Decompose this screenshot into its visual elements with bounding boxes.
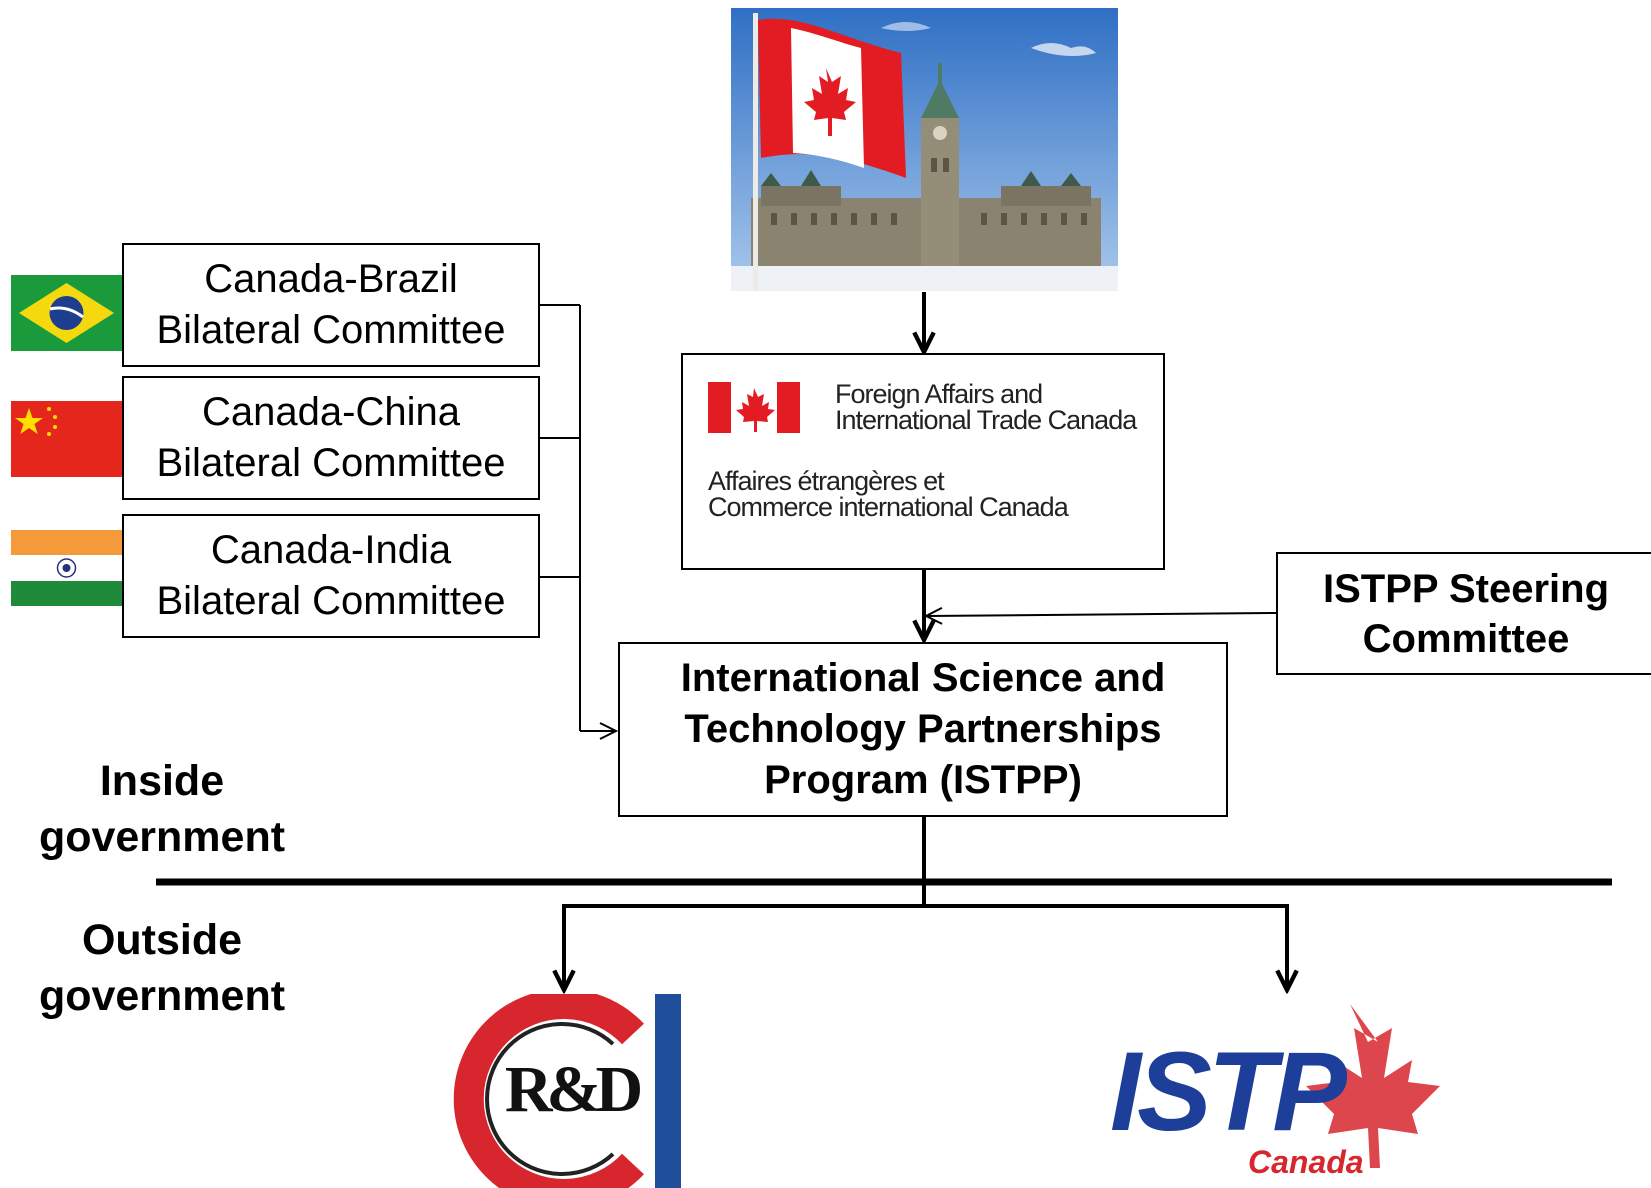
dfait-en-line2: International Trade Canada: [835, 405, 1137, 435]
canada-brazil-committee-box: Canada-Brazil Bilateral Committee: [122, 243, 540, 367]
outside-split: [564, 904, 1287, 990]
dfait-fr-line2: Commerce international Canada: [708, 492, 1069, 522]
maple-leaf-icon: [1306, 1004, 1440, 1168]
china-flag: [11, 401, 122, 477]
inside-government-label: Inside government: [12, 753, 312, 865]
inside-line1: Inside: [99, 757, 225, 805]
istpp-line3: Program (ISTPP): [764, 758, 1082, 802]
brazil-flag: [11, 275, 122, 351]
brazil-flag-icon: [11, 275, 122, 351]
istpp-line1: International Science and: [680, 656, 1166, 700]
india-flag-icon: [11, 530, 122, 606]
committee-line2: Bilateral Committee: [156, 308, 506, 352]
parliament-canada-flag-photo-icon: [731, 8, 1118, 291]
committee-bracket: [540, 304, 616, 731]
dfait-en-line1: Foreign Affairs and: [835, 379, 1043, 409]
steering-line2: Committee: [1362, 616, 1570, 661]
istpp-steering-committee-box: ISTPP Steering Committee: [1276, 552, 1651, 675]
inside-line2: government: [38, 813, 286, 861]
outside-line2: government: [38, 972, 286, 1020]
outside-line1: Outside: [81, 916, 243, 964]
crd-logo-icon: [453, 994, 681, 1188]
crd-logo-text: R&D: [504, 1053, 643, 1126]
committee-line1: Canada-Brazil: [204, 257, 458, 301]
istp-canada-logo: ISTP Canada: [1105, 994, 1467, 1188]
steering-line1: ISTPP Steering: [1322, 566, 1609, 611]
committee-line2: Bilateral Committee: [156, 579, 506, 623]
india-flag: [11, 530, 122, 606]
outside-government-label: Outside government: [12, 912, 312, 1024]
china-flag-icon: [11, 401, 122, 477]
committee-line1: Canada-China: [202, 390, 460, 434]
steering-to-istpp-arrow: [926, 613, 1277, 616]
dfait-box: Foreign Affairs and International Trade …: [681, 353, 1165, 570]
istpp-line2: Technology Partnerships: [684, 707, 1162, 751]
parliament-photo: [731, 8, 1118, 291]
canada-india-committee-box: Canada-India Bilateral Committee: [122, 514, 540, 638]
canada-flag-icon: [708, 382, 800, 433]
istpp-program-box: International Science and Technology Par…: [618, 642, 1228, 817]
istp-logo-sub: Canada: [1248, 1144, 1364, 1180]
committee-line1: Canada-India: [210, 528, 452, 572]
istp-logo-text: ISTP: [1110, 1029, 1347, 1154]
canada-china-committee-box: Canada-China Bilateral Committee: [122, 376, 540, 500]
crd-logo: R&D: [443, 994, 683, 1188]
dfait-fr-line1: Affaires étrangères et: [708, 466, 945, 496]
committee-line2: Bilateral Committee: [156, 441, 506, 485]
